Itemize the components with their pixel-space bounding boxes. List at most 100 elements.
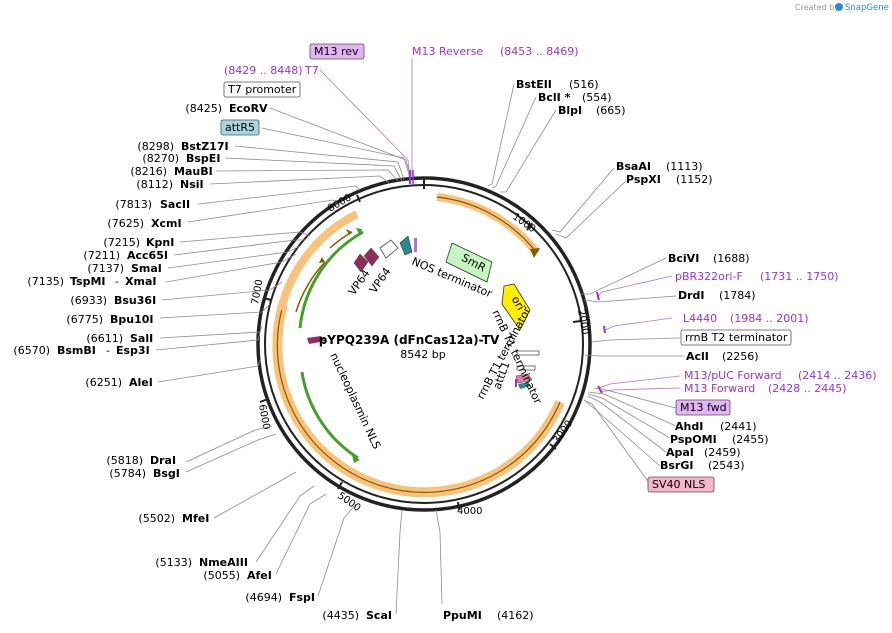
site-ppumi: PpuMI <box>443 609 482 622</box>
box-m13-rev[interactable]: M13 rev <box>309 43 365 60</box>
site-alei: AleI <box>129 376 153 389</box>
site-afei: AfeI <box>247 569 272 582</box>
site-ecorv-pos: (8425) <box>185 102 222 115</box>
svg-text:attR5: attR5 <box>225 121 255 134</box>
site-bcli: BclI * <box>538 91 571 104</box>
left-site-labels: (8425) EcoRV (8298) BstZ17I (8270) BspEI… <box>13 102 533 622</box>
green-arc-upper <box>298 230 364 329</box>
primer-pbr322ori-f-range: (1731 .. 1750) <box>760 270 839 283</box>
snapgene-logo-icon <box>835 3 843 11</box>
primer-t7: T7 <box>304 64 319 77</box>
primer-l4440: L4440 <box>683 312 717 325</box>
snapgene-branding: Created by SnapGene <box>795 3 889 13</box>
site-kpni: KpnI <box>146 236 174 249</box>
site-nsii: NsiI <box>180 178 204 191</box>
site-mfei-pos: (5502) <box>138 512 175 525</box>
box-m13-fwd[interactable]: M13 fwd <box>675 399 731 416</box>
site-sali: SalI <box>130 332 153 345</box>
svg-text:SV40 NLS: SV40 NLS <box>652 478 705 491</box>
site-tspmi-dash: - <box>115 275 119 288</box>
site-apai-pos: (2459) <box>704 446 741 459</box>
site-mfei: MfeI <box>182 512 209 525</box>
site-bsteii: BstEII <box>516 78 552 91</box>
site-acc65i: Acc65I <box>127 249 168 262</box>
attl1-marker <box>516 365 536 371</box>
site-sacii: SacII <box>160 198 190 211</box>
site-drdi: DrdI <box>678 289 705 302</box>
site-acli-pos: (2256) <box>722 350 759 363</box>
vp64-feature-2[interactable] <box>363 247 380 267</box>
tick-label-8000: 8000 <box>326 192 354 214</box>
site-scai-pos: (4435) <box>322 609 359 622</box>
site-ecorv: EcoRV <box>229 102 268 115</box>
svg-text:rrnB T2 terminator: rrnB T2 terminator <box>685 331 788 344</box>
site-kpni-pos: (7215) <box>103 236 140 249</box>
site-apai: ApaI <box>666 446 694 459</box>
ori-feature[interactable] <box>501 283 531 331</box>
site-bsu36i-pos: (6933) <box>70 294 107 307</box>
sv40-nls-marker <box>515 373 533 384</box>
feature-label-vp64-2: VP64 <box>367 265 394 296</box>
feature-label-ori: ori <box>509 294 527 313</box>
leader-lines-left <box>155 107 412 615</box>
site-maubi-pos: (8216) <box>130 165 167 178</box>
site-pspxi: PspXI <box>626 173 661 186</box>
site-bsu36i: Bsu36I <box>114 294 156 307</box>
nos-terminator-feature[interactable] <box>379 239 399 259</box>
nls-arc-left-1 <box>295 261 326 313</box>
site-bspei: BspEI <box>186 152 220 165</box>
box-sv40-nls[interactable]: SV40 NLS <box>647 476 715 493</box>
primer-t7-range: (8429 .. 8448) <box>224 64 303 77</box>
site-bsgi-pos: (5784) <box>109 467 146 480</box>
site-blpi: BlpI <box>558 104 582 117</box>
plasmid-size: 8542 bp <box>400 348 445 361</box>
site-ahdi-pos: (2441) <box>720 420 757 433</box>
site-nsii-pos: (8112) <box>136 178 173 191</box>
tick-label-5000: 5000 <box>335 490 362 514</box>
smr-feature[interactable] <box>445 242 493 283</box>
site-tspmi-pos: (7135) <box>27 275 64 288</box>
site-bsaai: BsaAI <box>616 160 651 173</box>
site-sacii-pos: (7813) <box>115 198 152 211</box>
site-xcmi: XcmI <box>151 217 182 230</box>
plasmid-name: pYPQ239A (dFnCas12a)-TV <box>319 333 500 347</box>
svg-text:M13 rev: M13 rev <box>314 45 359 58</box>
teal-feature[interactable] <box>399 235 413 256</box>
primer-m13-forward-range: (2428 .. 2445) <box>768 382 847 395</box>
purple-feature[interactable] <box>414 238 417 252</box>
site-bsteii-pos: (516) <box>569 78 599 91</box>
feature-label-vp64-1: VP64 <box>346 267 373 298</box>
branding-created-by: Created by <box>795 3 839 12</box>
primer-labels: M13 Reverse (8453 .. 8469) (8429 .. 8448… <box>224 45 877 395</box>
vp64-feature-1[interactable] <box>353 253 369 273</box>
site-blpi-pos: (665) <box>596 104 626 117</box>
box-rrnb-t2-terminator[interactable]: rrnB T2 terminator <box>680 329 792 346</box>
site-scai: ScaI <box>366 609 392 622</box>
site-afei-pos: (5055) <box>203 569 240 582</box>
tick-label-7000: 7000 <box>250 279 265 306</box>
site-drdi-pos: (1784) <box>719 289 756 302</box>
site-bsaai-pos: (1113) <box>666 160 703 173</box>
site-bspei-pos: (8270) <box>142 152 179 165</box>
site-bstz17i-pos: (8298) <box>137 140 174 153</box>
site-sali-pos: (6611) <box>86 332 123 345</box>
site-bpu10i-pos: (6775) <box>66 313 103 326</box>
green-arc-lower <box>300 371 359 460</box>
site-drai-pos: (5818) <box>106 454 143 467</box>
site-esp3i: Esp3I <box>116 344 150 357</box>
box-t7-promoter[interactable]: T7 promoter <box>223 81 301 98</box>
site-bsrgi-pos: (2543) <box>708 459 745 472</box>
box-attr5[interactable]: attR5 <box>220 119 260 136</box>
site-fspi: FspI <box>289 591 315 604</box>
site-maubi: MauBI <box>174 165 213 178</box>
site-pspomi-pos: (2455) <box>732 433 769 446</box>
primer-l4440-range: (1984 .. 2001) <box>730 312 809 325</box>
nucleoplasmin-marker <box>307 336 325 344</box>
leader-lines-primers <box>319 58 681 394</box>
site-bsrgi: BsrGI <box>660 459 693 472</box>
primer-m13-reverse: M13 Reverse <box>412 45 483 58</box>
tick-label-4000: 4000 <box>457 506 482 517</box>
site-alei-pos: (6251) <box>85 376 122 389</box>
tick-marks <box>259 177 582 511</box>
